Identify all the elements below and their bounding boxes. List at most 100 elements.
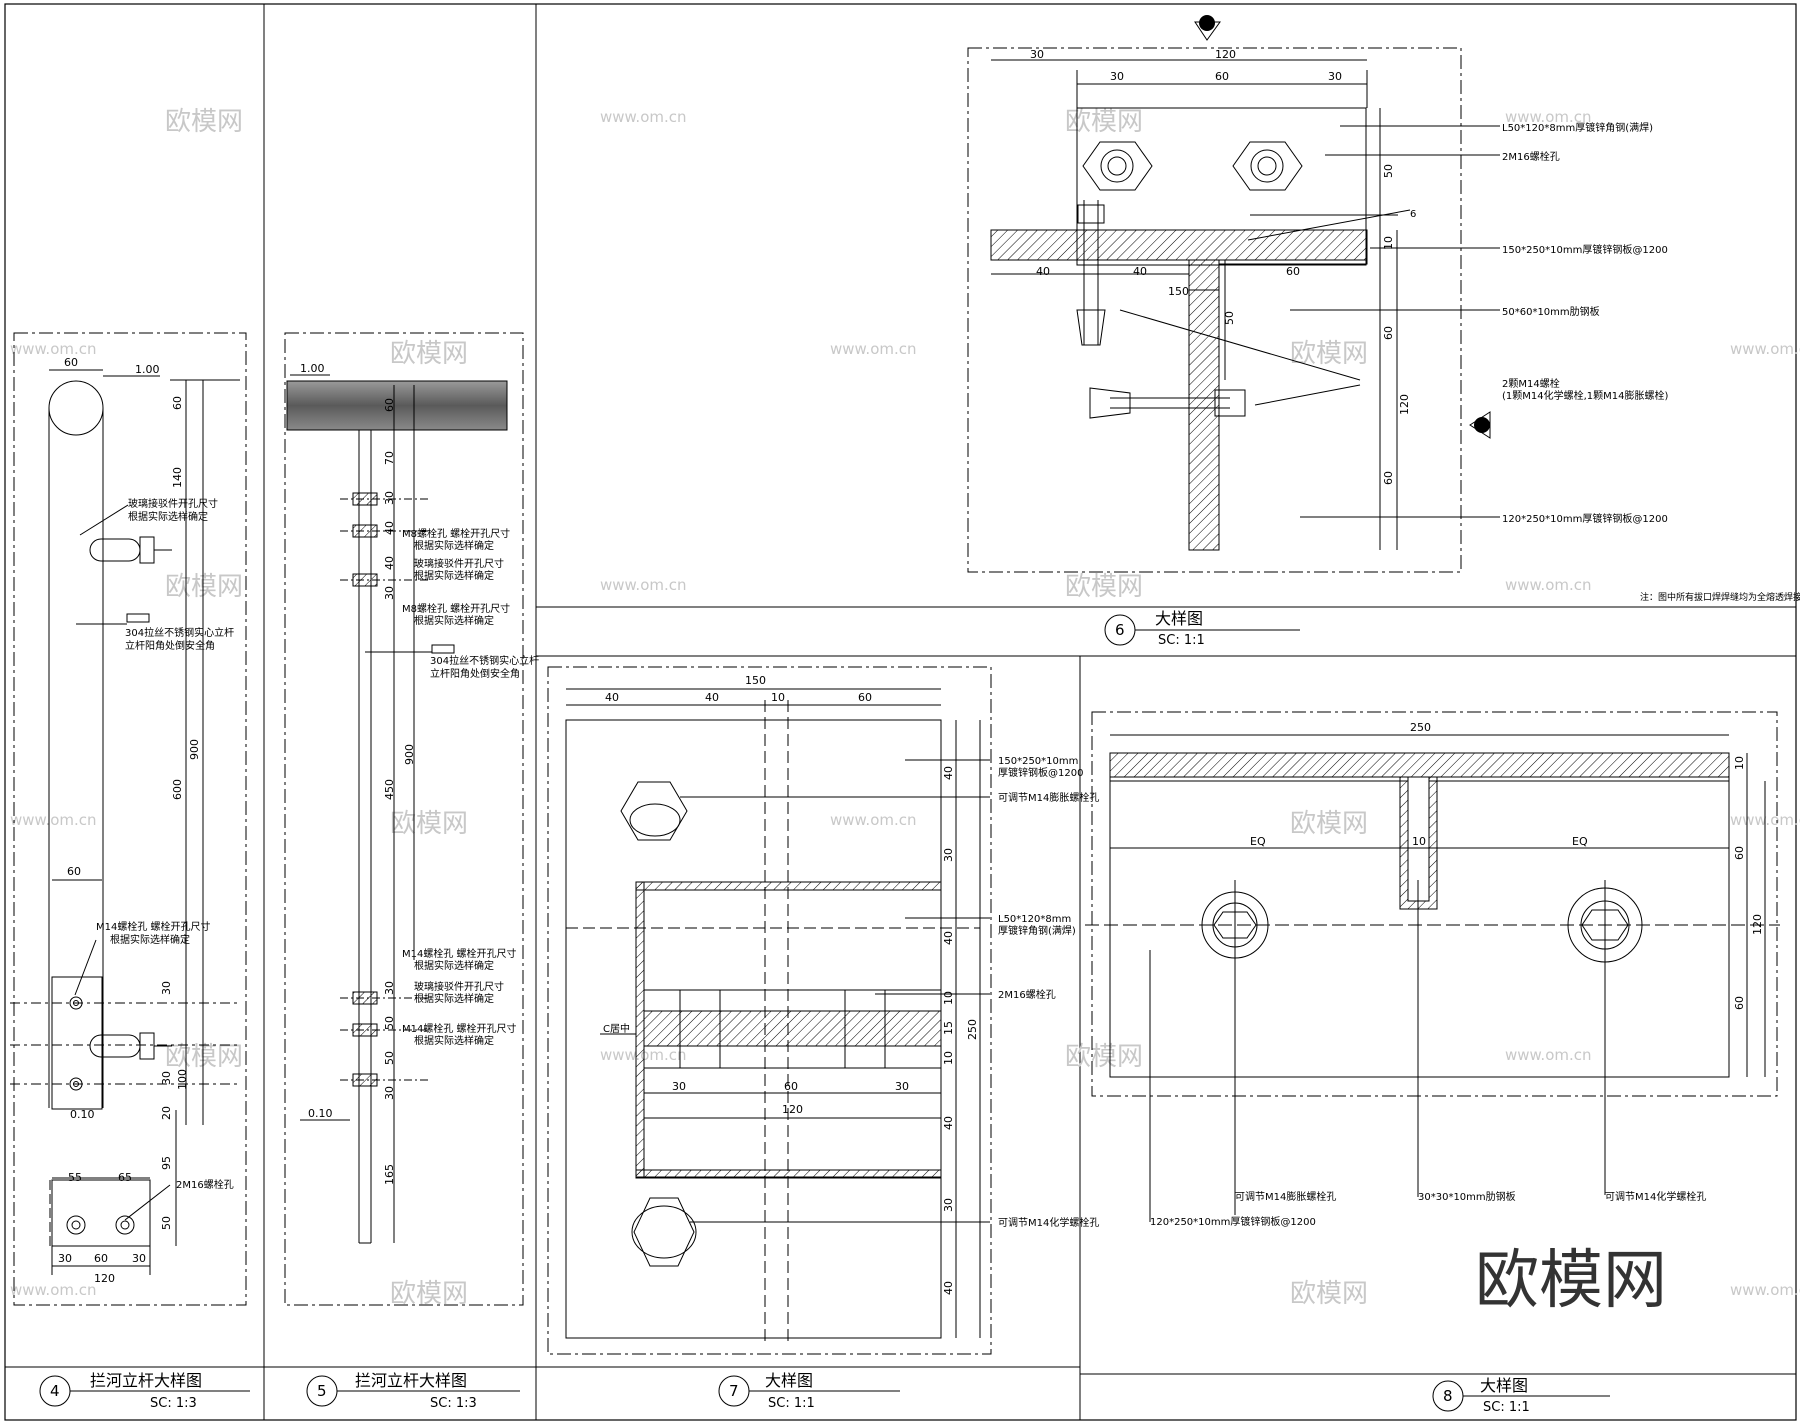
note: 304拉丝不锈钢实心立杆 — [430, 654, 539, 667]
note: 可调节M14化学螺栓孔 — [1605, 1190, 1706, 1203]
dim-label: 150 — [1168, 285, 1189, 298]
detail-scale: SC: 1:1 — [1158, 633, 1205, 648]
dim-label: 40 — [942, 1116, 955, 1130]
section-ref: 6 — [1410, 209, 1416, 220]
dim-label: 60 — [67, 865, 81, 878]
note: 厚镀锌钢板@1200 — [998, 766, 1083, 779]
note: M8螺栓孔 螺栓开孔尺寸 — [402, 602, 510, 615]
note: 2M16螺栓孔 — [176, 1178, 234, 1191]
dim-label: 30 — [672, 1080, 686, 1093]
note: 立杆阳角处倒安全角 — [430, 667, 520, 680]
dim-label: 40 — [383, 521, 396, 535]
dim-label: 120 — [782, 1103, 803, 1116]
dim-label: 40 — [705, 691, 719, 704]
dim-label: 600 — [171, 779, 184, 800]
watermark-url: www.om.cn — [10, 340, 97, 358]
detail-title: 拦河立杆大样图 — [355, 1371, 467, 1390]
dim-label: 15 — [942, 1021, 955, 1035]
watermark-url: www.om.cn — [1505, 1046, 1592, 1064]
note: M14螺栓孔 螺栓开孔尺寸 — [96, 920, 211, 933]
title-block-5: 5 拦河立杆大样图 SC: 1:3 — [306, 1371, 520, 1411]
dim-label: 450 — [383, 779, 396, 800]
detail-6: 30 120 30 60 30 50 10 60 120 60 40 40 60… — [967, 15, 1800, 648]
watermark-url: www.om.cn — [1730, 1281, 1800, 1299]
note: 根据实际选样确定 — [414, 569, 494, 582]
dim-label: 70 — [383, 451, 396, 465]
dim-label: 1.00 — [300, 362, 325, 375]
detail-title: 大样图 — [765, 1371, 813, 1390]
dim-label: EQ — [1572, 835, 1588, 848]
title-block-8: 8 大样图 SC: 1:1 — [1432, 1376, 1610, 1415]
note: M8螺栓孔 螺栓开孔尺寸 — [402, 527, 510, 540]
detail-7: 150 40 40 10 60 40 30 40 10 15 10 40 30 … — [547, 666, 1099, 1411]
dim-label: 250 — [966, 1019, 979, 1040]
note: 304拉丝不锈钢实心立杆 — [125, 626, 234, 639]
dim-label: 60 — [858, 691, 872, 704]
dim-label: EQ — [1250, 835, 1266, 848]
watermarks: 欧模网 欧模网 欧模网 欧模网 欧模网 欧模网 欧模网 欧模网 欧模网 欧模网 … — [10, 107, 1800, 1309]
dim-label: 30 — [383, 981, 396, 995]
watermark: 欧模网 — [165, 107, 243, 137]
watermark: 欧模网 — [390, 339, 468, 369]
watermark-url: www.om.cn — [10, 1281, 97, 1299]
dim-label: 50 — [383, 1051, 396, 1065]
dim-label: 30 — [942, 848, 955, 862]
title-block-4: 4 拦河立杆大样图 SC: 1:3 — [39, 1371, 250, 1411]
dim-label: 50 — [1223, 311, 1236, 325]
note: 120*250*10mm厚镀锌钢板@1200 — [1502, 512, 1668, 525]
note: 根据实际选样确定 — [414, 1034, 494, 1047]
detail-number: 5 — [317, 1382, 327, 1400]
title-block-6: 6 大样图 SC: 1:1 — [1104, 609, 1300, 648]
dim-label: 60 — [1382, 326, 1395, 340]
dim-label: 40 — [942, 1281, 955, 1295]
note: 可调节M14膨胀螺栓孔 — [1235, 1190, 1336, 1203]
dim-label: 165 — [383, 1164, 396, 1185]
note: 2M16螺栓孔 — [998, 988, 1056, 1001]
detail-4: 60 1.00 60 140 900 600 60 30 30 100 20 0… — [10, 332, 250, 1411]
note: 根据实际选样确定 — [414, 992, 494, 1005]
dim-label: 50 — [160, 1216, 173, 1230]
watermark-url: www.om.cn — [1505, 576, 1592, 594]
detail-title: 大样图 — [1480, 1376, 1528, 1395]
dim-label: 40 — [942, 931, 955, 945]
watermark-url: www.om.cn — [1730, 340, 1800, 358]
dim-label: 30 — [160, 1071, 173, 1085]
dim-label: 120 — [94, 1272, 115, 1285]
note: 根据实际选样确定 — [414, 539, 494, 552]
dim-label: 60 — [1286, 265, 1300, 278]
detail-number: 6 — [1115, 621, 1125, 639]
note: L50*120*8mm厚镀锌角钢(满焊) — [1502, 121, 1653, 134]
watermark: 欧模网 — [1290, 809, 1368, 839]
dim-label: 1.00 — [135, 363, 160, 376]
dim-label: 10 — [942, 991, 955, 1005]
dim-label: 30 — [1328, 70, 1342, 83]
watermark: 欧模网 — [1065, 1042, 1143, 1072]
dim-label: 120 — [1398, 394, 1411, 415]
watermark: 欧模网 — [1065, 572, 1143, 602]
detail-number: 7 — [729, 1382, 739, 1400]
detail-scale: SC: 1:3 — [150, 1396, 197, 1411]
watermark-big: 欧模网 — [1475, 1244, 1667, 1318]
dim-label: 40 — [1133, 265, 1147, 278]
detail-title: 拦河立杆大样图 — [90, 1371, 202, 1390]
dim-label: 60 — [171, 396, 184, 410]
dim-label: 30 — [160, 981, 173, 995]
note: 根据实际选样确定 — [128, 510, 208, 523]
note: 厚镀锌角钢(满焊) — [998, 924, 1076, 937]
dim-label: 40 — [942, 766, 955, 780]
dim-label: 10 — [771, 691, 785, 704]
dim-label: 250 — [1410, 721, 1431, 734]
dim-label: 60 — [94, 1252, 108, 1265]
note: 玻璃接驳件开孔尺寸 — [414, 557, 504, 570]
note: 50*60*10mm肋钢板 — [1502, 305, 1600, 318]
note: 2M16螺栓孔 — [1502, 150, 1560, 163]
dim-label: 900 — [188, 739, 201, 760]
sheet-frame — [4, 3, 1797, 1421]
dim-label: 60 — [784, 1080, 798, 1093]
note: C居中 — [603, 1022, 630, 1035]
dim-label: 30 — [132, 1252, 146, 1265]
note: 可调节M14化学螺栓孔 — [998, 1216, 1099, 1229]
bolt-group — [340, 492, 430, 1087]
note: M14螺栓孔 螺栓开孔尺寸 — [402, 1022, 517, 1035]
note: 150*250*10mm厚镀锌钢板@1200 — [1502, 243, 1668, 256]
